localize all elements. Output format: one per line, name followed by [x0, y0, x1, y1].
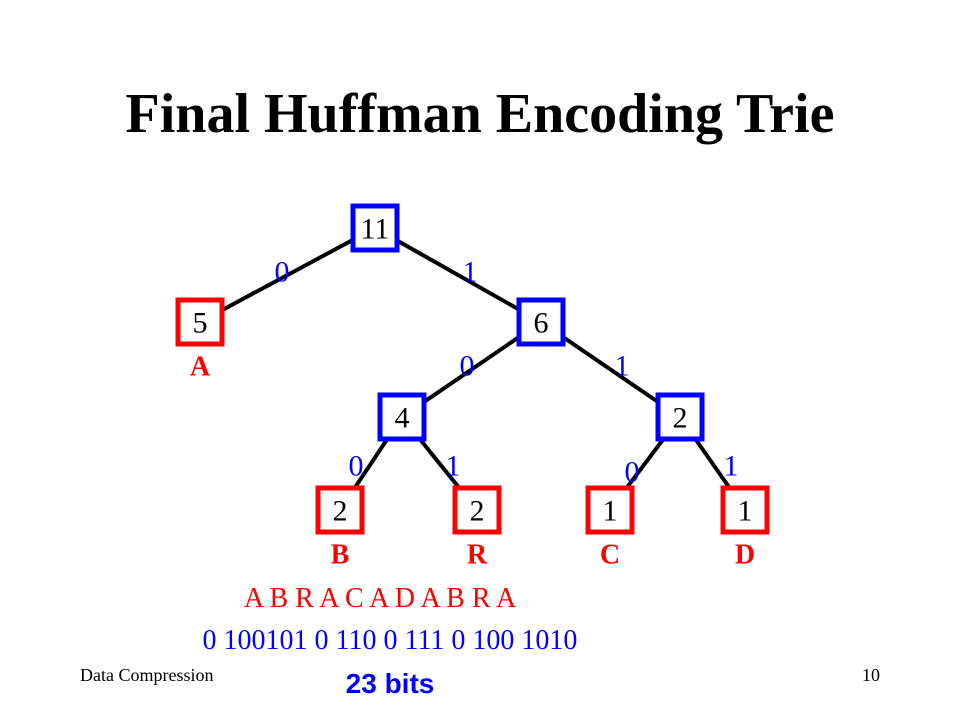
leaf-symbol-label: D	[735, 540, 755, 571]
leaf-symbol-label: A	[190, 352, 211, 383]
page-number: 10	[862, 665, 880, 685]
leaf-symbol-label: C	[600, 540, 620, 571]
message-text: A B R A C A D A B R A	[243, 583, 517, 614]
encoded-bitstring: 0 100101 0 110 0 111 0 100 1010	[202, 625, 578, 656]
edge-bit-label: 0	[460, 350, 475, 383]
leaf-node-n5	[175, 297, 225, 347]
leaf-node-nB	[315, 485, 365, 535]
internal-node-n2i	[655, 392, 705, 442]
slide-title: Final Huffman Encoding Trie	[125, 83, 835, 145]
internal-node-n4	[377, 392, 427, 442]
edge-bit-label: 1	[724, 450, 739, 483]
leaf-node-nC	[585, 485, 635, 535]
trie-edge-n11-n6	[374, 226, 542, 324]
node-weight: 1	[603, 495, 618, 528]
leaf-symbol-label: B	[331, 540, 350, 571]
node-weight: 11	[361, 213, 390, 246]
node-weight: 6	[534, 307, 549, 340]
edge-bit-label: 0	[625, 456, 640, 489]
footer-course-title: Data Compression	[80, 665, 214, 685]
internal-node-n6	[516, 297, 566, 347]
internal-node-n11	[350, 203, 400, 253]
leaf-symbol-label: R	[467, 540, 488, 571]
bit-count: 23 bits	[345, 668, 435, 699]
edge-bit-label: 1	[463, 256, 478, 289]
node-weight: 1	[738, 495, 753, 528]
leaf-node-nR	[452, 485, 502, 535]
node-weight: 2	[333, 495, 348, 528]
node-weight: 2	[470, 495, 485, 528]
node-weight: 2	[673, 402, 688, 435]
edge-bit-label: 0	[349, 450, 364, 483]
node-weight: 4	[395, 402, 410, 435]
edge-bit-label: 0	[275, 256, 290, 289]
leaf-node-nD	[720, 485, 770, 535]
trie-edge-n11-n5	[199, 226, 376, 324]
node-weight: 5	[193, 307, 208, 340]
edge-bit-label: 1	[615, 350, 630, 383]
edge-bit-label: 1	[446, 450, 461, 483]
